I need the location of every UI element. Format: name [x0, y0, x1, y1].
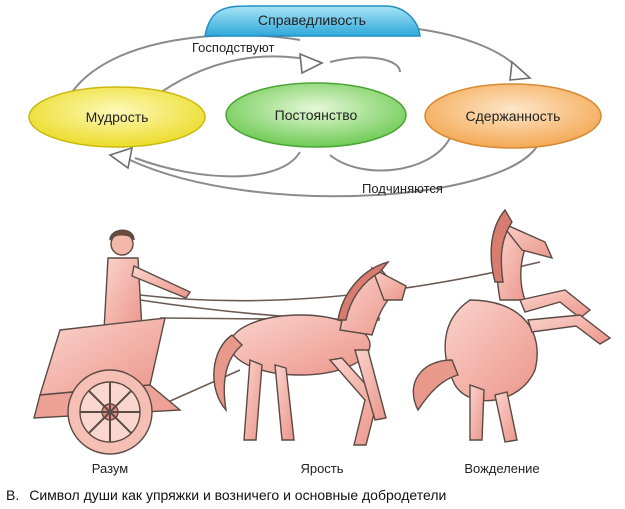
appetite-label: Вожделение [464, 461, 539, 476]
constancy-node: Постоянство [225, 82, 407, 148]
caption-marker: B. [6, 487, 20, 503]
spirited-horse-figure [213, 260, 407, 446]
obey-arrows [129, 137, 541, 198]
wisdom-label: Мудрость [86, 109, 149, 125]
dominate-label: Господствуют [192, 40, 275, 55]
wisdom-node: Мудрость [28, 86, 206, 148]
caption-text: Символ души как упряжки и возничего и ос… [29, 487, 447, 503]
dominate-arrowheads [299, 52, 532, 81]
figure-caption: B. Символ души как упряжки и возничего и … [6, 487, 456, 503]
obey-arrowheads [108, 146, 134, 170]
restraint-node: Сдержанность [424, 83, 602, 149]
justice-label: Справедливость [258, 12, 366, 28]
constancy-label: Постоянство [275, 107, 358, 123]
justice-node: Справедливость [204, 5, 421, 37]
restraint-label: Сдержанность [466, 108, 561, 124]
spirit-label: Ярость [300, 461, 343, 476]
reason-label: Разум [92, 461, 128, 476]
obey-label: Подчиняются [362, 181, 443, 196]
appetite-horse-figure [412, 208, 612, 443]
charioteer-figure [33, 229, 192, 455]
